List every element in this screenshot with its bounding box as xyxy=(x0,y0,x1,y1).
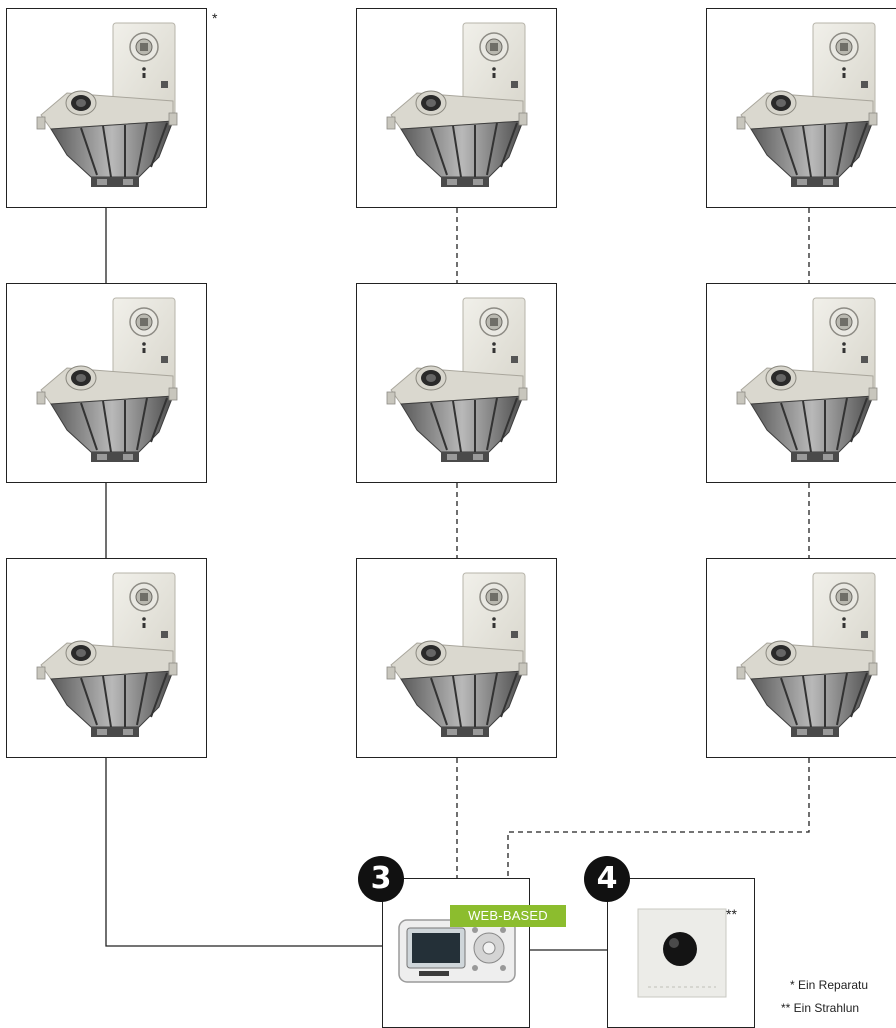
lamp-unit-image xyxy=(727,17,887,201)
lamp-unit-c2r3 xyxy=(356,558,557,758)
lamp-unit-c3r2 xyxy=(706,283,896,483)
controller-box xyxy=(382,878,530,1028)
lamp-unit-c1r3 xyxy=(6,558,207,758)
lamp-unit-c2r2 xyxy=(356,283,557,483)
lamp-unit-c3r1 xyxy=(706,8,896,208)
lamp-unit-c3r3 xyxy=(706,558,896,758)
lamp-unit-c2r1 xyxy=(356,8,557,208)
link-c3-controller xyxy=(508,758,809,878)
lamp-unit-image xyxy=(27,567,187,751)
lamp-unit-image xyxy=(727,567,887,751)
footnote-2: ** Ein Strahlun xyxy=(781,1001,859,1015)
lamp-unit-image xyxy=(27,292,187,476)
lamp-unit-c1r1 xyxy=(6,8,207,208)
lamp-unit-c1r2 xyxy=(6,283,207,483)
lamp-unit-image xyxy=(377,292,537,476)
footnote-1: * Ein Reparatu xyxy=(790,978,868,992)
lamp-unit-image xyxy=(377,567,537,751)
badge-4: 4 xyxy=(584,856,630,902)
lamp-unit-image xyxy=(727,292,887,476)
asterisk-marker: * xyxy=(212,10,217,26)
lamp-unit-image xyxy=(377,17,537,201)
sensor-box xyxy=(607,878,755,1028)
web-based-tag: WEB-BASED xyxy=(450,905,566,927)
lamp-unit-image xyxy=(27,17,187,201)
badge-3: 3 xyxy=(358,856,404,902)
double-asterisk-marker: ** xyxy=(726,906,737,922)
radiation-sensor-image xyxy=(636,907,728,999)
link-c1-controller xyxy=(106,758,382,946)
